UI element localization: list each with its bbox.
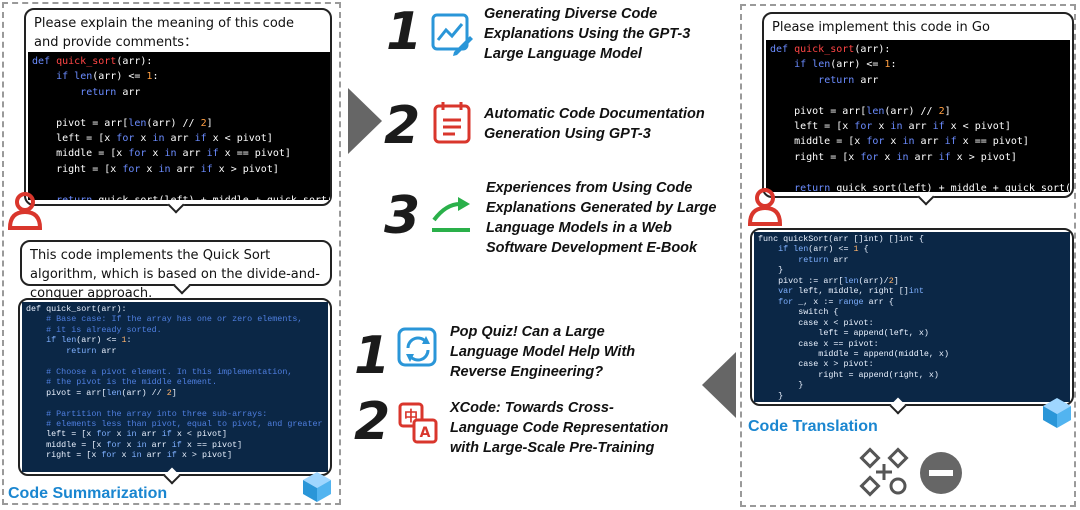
- left-commented-code: def quick_sort(arr): # Base case: If the…: [22, 302, 328, 472]
- right-pointing-arrow: [348, 88, 382, 154]
- cube-icon: [303, 472, 331, 502]
- bottom-item-2-number: 2: [354, 392, 390, 452]
- cube-icon-right: [1043, 398, 1071, 428]
- left-python-code: def quick_sort(arr): if len(arr) <= 1: r…: [28, 52, 330, 200]
- bottom-item-1-number: 1: [354, 326, 390, 386]
- minus-circle-icon: [920, 452, 962, 494]
- right-go-code: func quickSort(arr []int) []int { if len…: [754, 232, 1070, 402]
- svg-text:A: A: [420, 425, 431, 441]
- left-panel-label: Code Summarization: [8, 485, 168, 502]
- top-item-3-title: Experiences from Using Code Explanations…: [486, 180, 717, 256]
- left-prompt-text: Please explain the meaning of this code …: [34, 16, 295, 50]
- bottom-item-2-title: XCode: Towards Cross-Language Code Repre…: [450, 400, 669, 456]
- refresh-icon: [397, 327, 437, 367]
- top-item-1-title: Generating Diverse Code Explanations Usi…: [484, 6, 691, 62]
- left-answer-text: This code implements the Quick Sort algo…: [30, 248, 320, 301]
- top-item-1-number: 1: [386, 2, 422, 62]
- right-panel: [740, 4, 1076, 507]
- user-icon: [7, 192, 42, 230]
- right-panel-label: Code Translation: [748, 418, 878, 435]
- bottom-item-1-title: Pop Quiz! Can a Large Language Model Hel…: [450, 324, 636, 380]
- shapes-plus-icon: [859, 447, 909, 497]
- left-answer-bubble: This code implements the Quick Sort algo…: [20, 240, 332, 301]
- right-python-code: def quick_sort(arr): if len(arr) <= 1: r…: [766, 40, 1070, 192]
- translate-icon: 中 A: [398, 402, 438, 444]
- top-item-3-number: 3: [384, 186, 420, 246]
- left-panel: [2, 2, 341, 505]
- user-icon-right: [747, 188, 782, 226]
- chart-edit-icon: [431, 13, 473, 56]
- top-item-2-title: Automatic Code Documentation Generation …: [484, 106, 705, 142]
- top-item-2-number: 2: [384, 96, 420, 156]
- trend-arrow-icon: [432, 197, 470, 232]
- left-pointing-arrow: [702, 352, 736, 418]
- document-icon: [433, 102, 471, 144]
